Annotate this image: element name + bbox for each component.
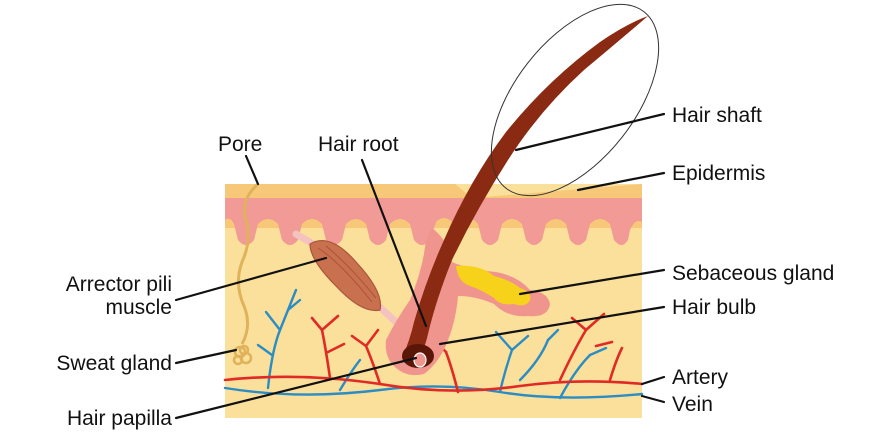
label-artery: Artery <box>672 366 729 389</box>
label-pore: Pore <box>218 133 262 156</box>
hair-papilla-shape <box>414 353 426 367</box>
label-hair-root: Hair root <box>318 133 399 156</box>
label-arrector-pili-line1: Arrector pili <box>66 273 172 296</box>
leader-artery <box>642 377 664 384</box>
label-sweat-gland: Sweat gland <box>56 352 172 375</box>
label-epidermis: Epidermis <box>672 162 765 185</box>
label-vein: Vein <box>672 393 713 416</box>
leader-hair-shaft <box>516 114 664 150</box>
label-hair-bulb: Hair bulb <box>672 296 756 319</box>
label-hair-shaft: Hair shaft <box>672 104 762 127</box>
leader-vein <box>642 396 664 402</box>
label-arrector-pili-line2: muscle <box>105 296 172 319</box>
label-hair-papilla: Hair papilla <box>67 407 172 430</box>
label-sebaceous-gland: Sebaceous gland <box>672 262 834 285</box>
leader-pore <box>246 156 258 184</box>
